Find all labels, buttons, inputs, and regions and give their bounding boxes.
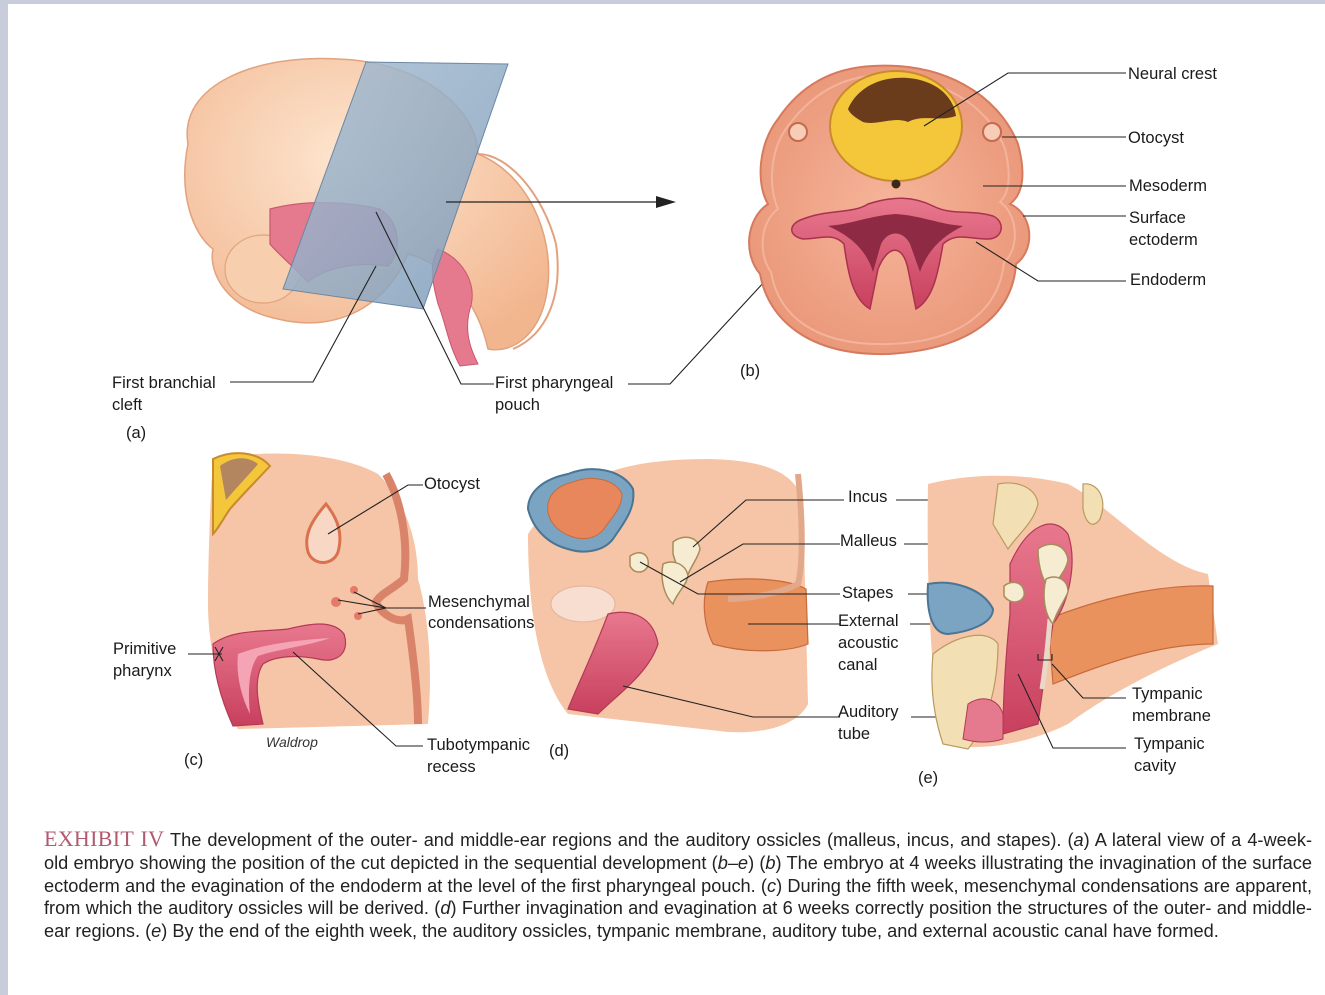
label-first-pharyngeal-1: First pharyngeal xyxy=(495,374,613,392)
panel-b-letter: (b) xyxy=(740,362,760,380)
caption-text-3: ) ( xyxy=(748,853,765,873)
notochord xyxy=(892,180,901,189)
otocyst-left xyxy=(789,123,807,141)
stapes-d xyxy=(630,553,648,572)
label-tubotympanic-2: recess xyxy=(427,758,476,776)
label-neural-crest: Neural crest xyxy=(1128,65,1217,83)
label-surface-2: ectoderm xyxy=(1129,231,1198,249)
label-malleus: Malleus xyxy=(840,532,897,550)
label-tympanic-cavity-2: cavity xyxy=(1134,757,1177,775)
label-external-3: canal xyxy=(838,656,877,674)
panel-c-fifth-week xyxy=(208,453,430,729)
caption-heading: EXHIBIT IV xyxy=(44,826,164,851)
label-mesoderm: Mesoderm xyxy=(1129,177,1207,195)
label-external-2: acoustic xyxy=(838,634,899,652)
caption-ref-a: a xyxy=(1074,830,1084,850)
caption-ref-c: c xyxy=(767,876,776,896)
mesenchymal-dot-1 xyxy=(331,597,341,607)
label-otocyst-b: Otocyst xyxy=(1128,129,1184,147)
label-external-1: External xyxy=(838,612,899,630)
panel-a-letter: (a) xyxy=(126,424,146,442)
label-mesenchymal-2: condensations xyxy=(428,614,534,632)
label-primitive-1: Primitive xyxy=(113,640,176,658)
label-tympanic-cavity-1: Tympanic xyxy=(1134,735,1205,753)
caption-ref-e: e xyxy=(151,921,161,941)
caption-text-7: ) By the end of the eighth week, the aud… xyxy=(161,921,1218,941)
panel-a-embryo xyxy=(185,58,676,366)
illustrator-signature: Waldrop xyxy=(266,734,318,750)
label-stapes: Stapes xyxy=(842,584,893,602)
label-mesenchymal-1: Mesenchymal xyxy=(428,593,530,611)
otocyst-right xyxy=(983,123,1001,141)
label-incus: Incus xyxy=(848,488,887,506)
label-tubotympanic-1: Tubotympanic xyxy=(427,736,530,754)
caption-ref-b: b xyxy=(765,853,775,873)
label-auditory-2: tube xyxy=(838,725,870,743)
label-first-pharyngeal-2: pouch xyxy=(495,396,540,414)
label-primitive-2: pharynx xyxy=(113,662,172,680)
panel-c-letter: (c) xyxy=(184,751,203,769)
label-first-branchial-2: cleft xyxy=(112,396,143,414)
stapes-e xyxy=(1004,582,1024,602)
label-tympanic-membrane-2: membrane xyxy=(1132,707,1211,725)
ear-development-figure: First branchial cleft First pharyngeal p… xyxy=(8,4,1325,814)
panel-e-letter: (e) xyxy=(918,769,938,787)
panel-b-cross-section xyxy=(749,66,1029,354)
caption-ref-d: d xyxy=(440,898,450,918)
label-endoderm: Endoderm xyxy=(1130,271,1206,289)
label-first-branchial-1: First branchial xyxy=(112,374,216,392)
label-otocyst-c: Otocyst xyxy=(424,475,480,493)
section-arrow-head xyxy=(656,196,676,208)
auditory-tube-e xyxy=(963,699,1003,742)
figure-page: First branchial cleft First pharyngeal p… xyxy=(8,4,1325,995)
label-surface-1: Surface xyxy=(1129,209,1186,227)
panel-d-letter: (d) xyxy=(549,742,569,760)
label-tympanic-membrane-1: Tympanic xyxy=(1132,685,1203,703)
mesenchyme-d xyxy=(551,586,615,622)
caption-text-1: The development of the outer- and middle… xyxy=(164,830,1073,850)
figure-caption: EXHIBIT IV The development of the outer-… xyxy=(44,828,1312,943)
label-auditory-1: Auditory xyxy=(838,703,899,721)
caption-ref-be: b–e xyxy=(718,853,748,873)
